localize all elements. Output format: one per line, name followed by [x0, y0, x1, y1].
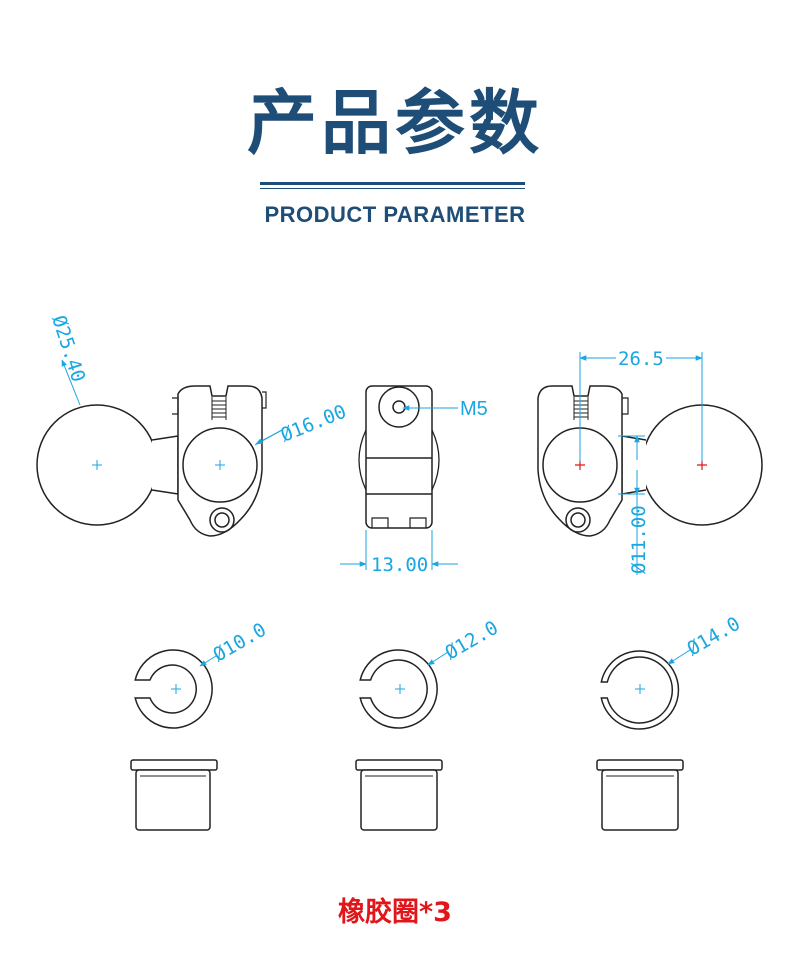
page-subtitle: PRODUCT PARAMETER — [264, 202, 526, 227]
insert-small-ring — [134, 649, 213, 729]
insert-large-ring — [600, 650, 680, 730]
left-view — [36, 385, 267, 537]
right-ball-neck — [621, 435, 647, 495]
dim-insert-large-text: Ø14.0 — [684, 613, 745, 661]
right-view — [537, 385, 763, 537]
dim-insert-small: Ø10.0 — [199, 619, 271, 667]
dim-insert-small-text: Ø10.0 — [210, 619, 271, 667]
middle-view — [358, 385, 440, 529]
dim-insert-medium: Ø12.0 — [427, 617, 503, 666]
dim-width: 13.00 — [340, 530, 458, 576]
clamp-hole-outer — [209, 507, 235, 533]
middle-ball-silhouette — [358, 429, 367, 491]
page-title: 产品参数 — [247, 82, 543, 164]
dim-insert-medium-text: Ø12.0 — [442, 617, 503, 665]
insert-caption: 橡胶圈*3 — [338, 897, 452, 928]
ball-neck — [151, 435, 179, 495]
clamp-screw-thread — [211, 397, 227, 420]
dim-arm-length: 26.5 — [579, 348, 703, 462]
dim-insert-large: Ø14.0 — [667, 613, 745, 665]
insert-medium-sleeve — [355, 759, 443, 831]
dim-screw-text: M5 — [460, 398, 488, 420]
dim-clamp-diameter-text: Ø16.00 — [278, 401, 350, 447]
insert-large-sleeve — [596, 759, 684, 831]
title-underline-thick — [260, 182, 525, 185]
dim-screw: M5 — [402, 398, 488, 420]
dim-ball-diameter-text: Ø25.40 — [47, 313, 89, 385]
dim-neck-diameter: Ø11.00 — [618, 435, 650, 575]
clamp-hole — [214, 512, 230, 528]
dim-clamp-diameter: Ø16.00 — [254, 401, 350, 447]
insert-small-sleeve — [130, 759, 218, 831]
title-underline-thin — [260, 188, 525, 189]
middle-screw-head — [378, 386, 420, 428]
dim-ball-diameter: Ø25.40 — [47, 313, 89, 406]
dim-width-text: 13.00 — [371, 554, 428, 576]
dim-neck-diameter-text: Ø11.00 — [628, 505, 650, 574]
middle-body — [365, 385, 433, 529]
dim-arm-length-text: 26.5 — [618, 348, 664, 370]
insert-medium-ring — [359, 649, 438, 729]
page-header: 产品参数 PRODUCT PARAMETER — [0, 0, 790, 250]
